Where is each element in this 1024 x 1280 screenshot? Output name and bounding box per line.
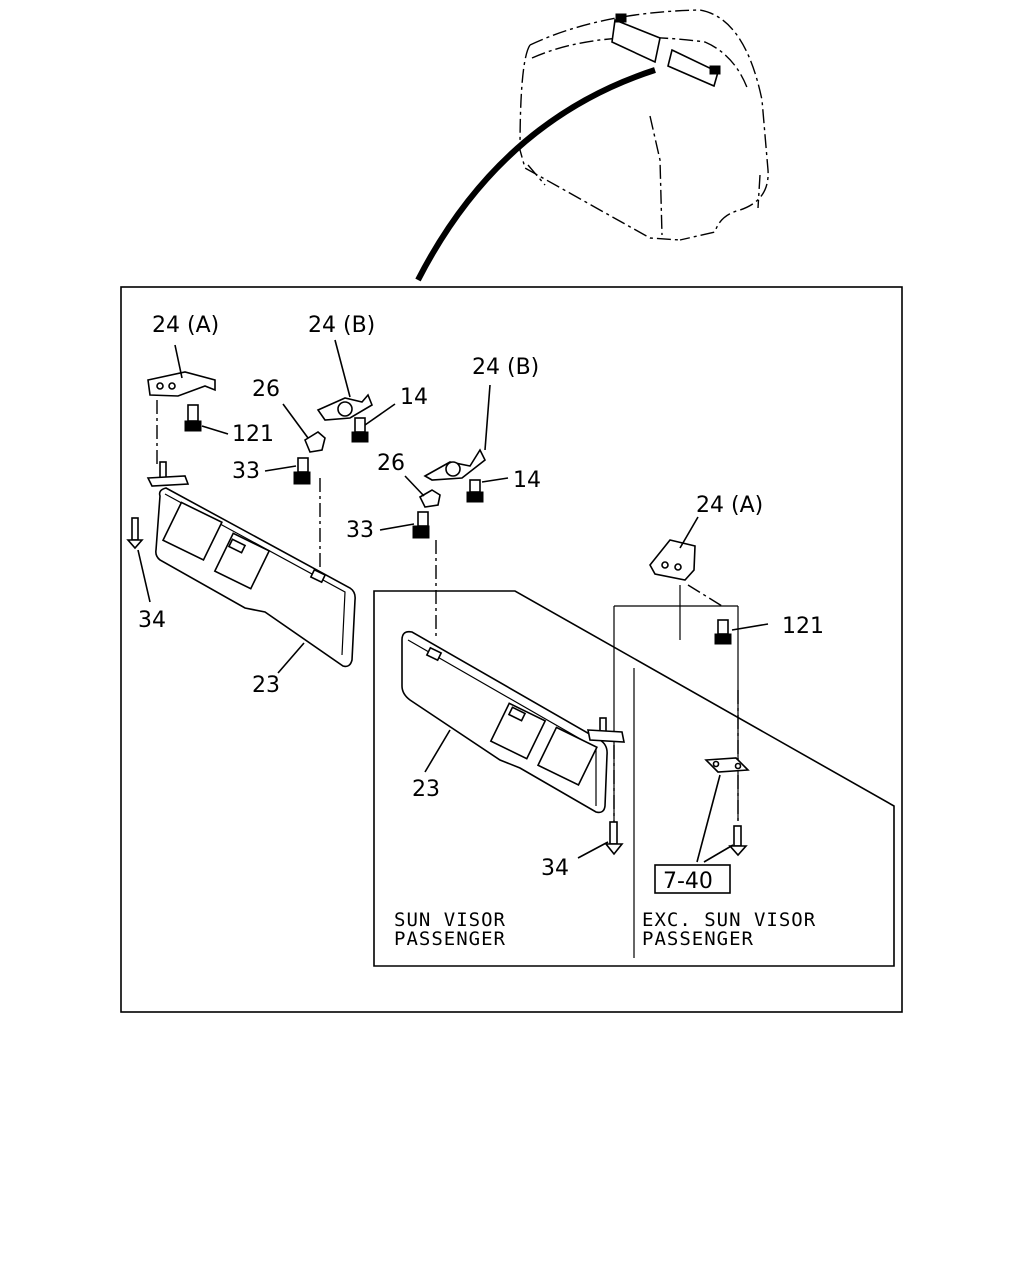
captions: SUN VISOR PASSENGER EXC. SUN VISOR PASSE… [394,909,816,950]
label-121-right: 121 [782,614,824,639]
label-26-mid: 26 [377,451,405,476]
label-24b-left: 24 (B) [308,313,375,338]
label-33-left: 33 [232,459,260,484]
label-24a-right: 24 (A) [696,493,763,518]
caption-sun-visor-line2: PASSENGER [394,928,506,950]
label-26-left: 26 [252,377,280,402]
label-14-left: 14 [400,385,428,410]
label-34-mid: 34 [541,856,569,881]
label-33-mid: 33 [346,518,374,543]
left-visor-assembly [126,339,396,674]
vehicle-cab-sketch [415,9,769,282]
label-24b-mid: 24 (B) [472,355,539,380]
exc-bracket-assembly [649,516,769,894]
passenger-subframe [373,590,895,967]
label-121-left: 121 [232,422,274,447]
label-34-left: 34 [138,608,166,633]
label-7-40: 7-40 [663,869,713,894]
label-24a-left: 24 (A) [152,313,219,338]
part-labels: 24 (A) 24 (B) 24 (B) 24 (A) 26 26 14 14 … [138,313,824,894]
main-frame [120,286,903,1013]
label-23-mid: 23 [412,777,440,802]
caption-sun-visor-line1: SUN VISOR [394,909,506,931]
reference-box [654,864,731,894]
caption-exc-sun-visor-line1: EXC. SUN VISOR [642,909,816,931]
caption-exc-sun-visor-line2: PASSENGER [642,928,754,950]
label-23-left: 23 [252,673,280,698]
right-visor-assembly [379,384,625,859]
label-14-mid: 14 [513,468,541,493]
